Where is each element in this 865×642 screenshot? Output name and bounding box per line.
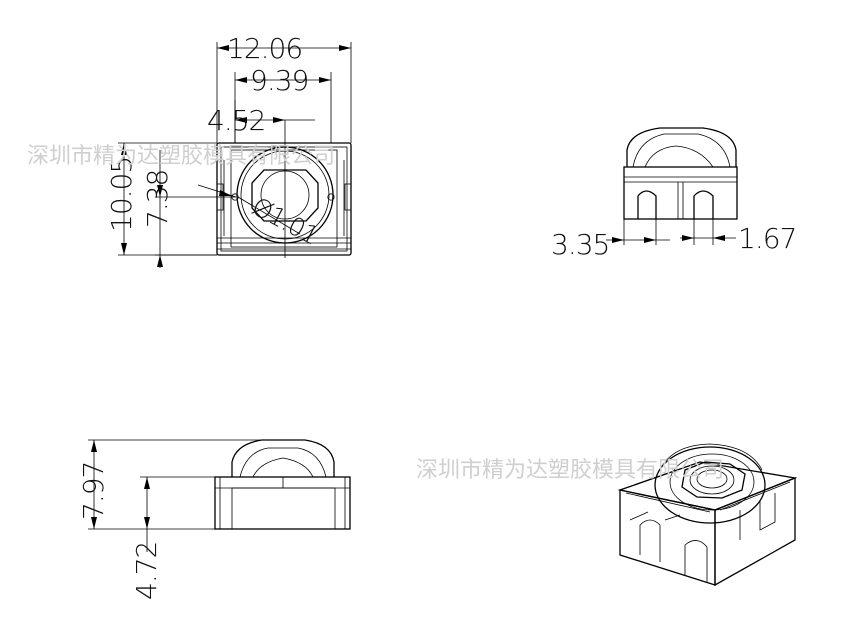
front-view: 3.35 1.67: [551, 127, 797, 261]
top-view-inner-rim-2: [230, 149, 338, 248]
dim-4-52: 4.52: [207, 104, 265, 137]
iso-side-face: [714, 477, 796, 587]
watermark-top: 深圳市精为达塑胶模具有限公司: [27, 144, 335, 169]
watermark-bottom: 深圳市精为达塑胶模具有限公司: [416, 458, 724, 483]
iso-lens-mid: [669, 453, 755, 511]
dim-7-97: 7.97: [77, 462, 110, 520]
dim-4-72: 4.72: [130, 542, 163, 600]
front-view-dome: [626, 127, 737, 167]
side-view: 7.97 4.72: [77, 439, 351, 600]
front-view-slot-left: [637, 190, 657, 219]
side-view-base: [214, 476, 351, 530]
iso-front-face: [619, 489, 716, 586]
dim-7-38: 7.38: [141, 170, 174, 228]
top-view-octagon: [251, 169, 319, 222]
iso-lens-outer: [654, 446, 766, 524]
front-view-slot-right: [693, 190, 714, 219]
dim-1-67: 1.67: [738, 222, 796, 255]
dim-9-39: 9.39: [250, 64, 308, 97]
side-view-dome: [231, 439, 335, 477]
dim-10-05: 10.05: [105, 157, 138, 232]
front-view-base: [623, 166, 738, 220]
isometric-view: [617, 443, 798, 587]
iso-octagon: [681, 461, 746, 499]
dim-12-06: 12.06: [227, 32, 302, 65]
top-view-hole-right: [327, 193, 335, 201]
dim-3-35: 3.35: [551, 228, 609, 261]
